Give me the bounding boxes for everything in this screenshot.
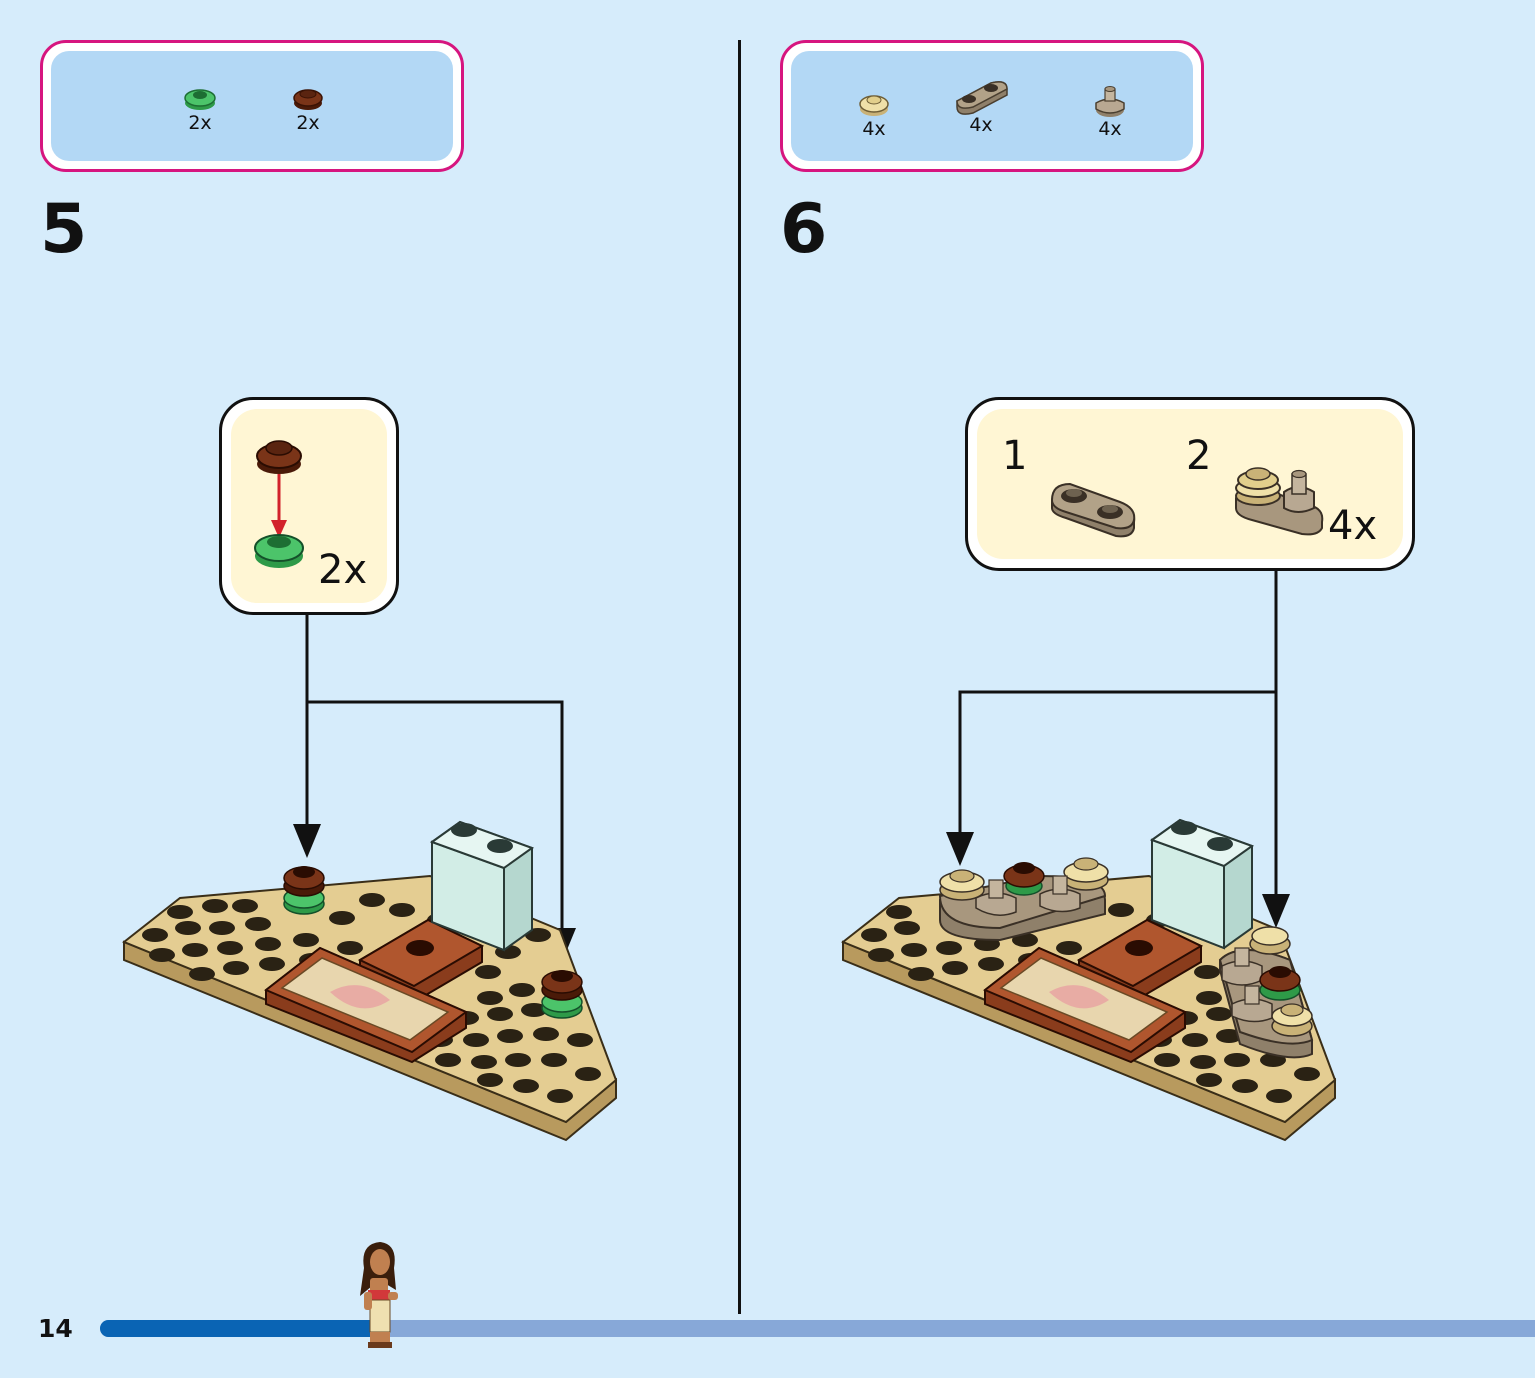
callout-assembly-illustration [254, 440, 304, 568]
brown-round-plate-icon [293, 89, 323, 110]
green-flower-plate-icon [184, 89, 216, 110]
step6-callout: 1 2 4x [965, 397, 1415, 571]
part-qty: 2x [188, 112, 212, 134]
parts-list-background [791, 51, 1193, 161]
step-divider [738, 40, 741, 1314]
part-dark-tan-two-stud: 4x [943, 73, 1019, 135]
minifigure-icon [360, 1242, 398, 1348]
arrow-icon [946, 832, 974, 866]
progress-track [100, 1320, 1535, 1337]
brown-round-plate-icon [256, 440, 302, 474]
assembled-stud-plate-icon [1235, 467, 1324, 536]
tan-round-plate-icon [859, 95, 889, 116]
page-number: 14 [38, 1314, 73, 1343]
step5-callout: 2x [219, 397, 399, 615]
dark-tan-cone-icon [1095, 86, 1125, 117]
callout-substep-2: 2 [1186, 433, 1212, 479]
step-number-5: 5 [40, 190, 88, 269]
flower-stack [283, 866, 325, 915]
step5-connector-arrows [305, 615, 564, 930]
step6-model [841, 818, 1337, 1142]
part-tan-round: 4x [839, 87, 909, 139]
callout-background [977, 409, 1403, 559]
part-qty: 4x [969, 114, 993, 136]
part-qty: 4x [862, 118, 886, 140]
flower-stack [541, 970, 583, 1019]
part-qty: 2x [296, 112, 320, 134]
dark-tan-two-stud-plate-icon [1050, 482, 1136, 538]
step6-parts-list: 4x 4x 4x [780, 40, 1204, 172]
right-plate-cluster [1218, 926, 1314, 1059]
arrow-icon [1262, 894, 1290, 928]
callout-substep-1: 1 [1002, 433, 1028, 479]
arrow-icon [293, 824, 321, 858]
dark-tan-two-stud-plate-icon [956, 81, 1008, 115]
part-dark-tan-cone: 4x [1075, 83, 1145, 139]
part-brown-round: 2x [273, 83, 343, 133]
callout-qty: 2x [318, 547, 368, 593]
step6-connector-arrows [958, 571, 1278, 900]
part-green-flower: 2x [165, 83, 235, 133]
green-flower-plate-icon [254, 534, 304, 568]
step5-model [122, 820, 618, 1142]
part-qty: 4x [1098, 118, 1122, 140]
step5-parts-list: 2x 2x [40, 40, 464, 172]
callout-background [231, 409, 387, 603]
left-plate-cluster [938, 857, 1109, 942]
parts-list-background [51, 51, 453, 161]
step-number-6: 6 [780, 190, 828, 269]
callout-qty: 4x [1328, 503, 1378, 549]
progress-fill [100, 1320, 373, 1337]
